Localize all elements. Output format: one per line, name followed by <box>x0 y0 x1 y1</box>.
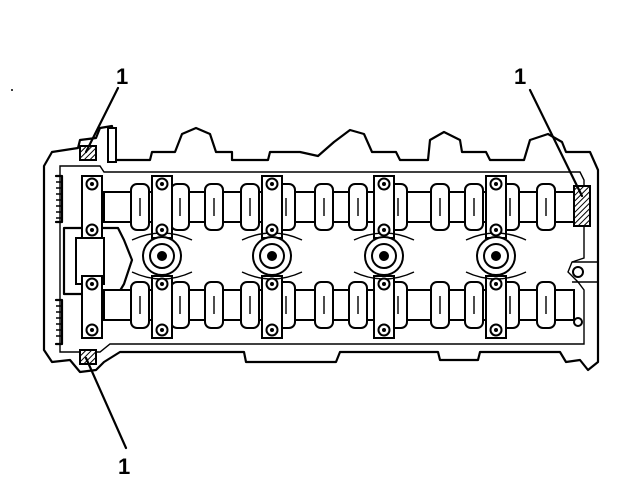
bearing-cap <box>81 275 103 339</box>
leader-lines <box>84 86 584 450</box>
bearing-cap-bolts <box>85 177 503 337</box>
seal-top-right <box>573 185 591 227</box>
lower-camshaft <box>81 275 575 339</box>
callout-label-top-right: 1 <box>514 64 526 89</box>
stray-mark <box>11 89 13 91</box>
spark-plug-center <box>157 251 167 261</box>
spark-plug-center <box>491 251 501 261</box>
spark-plug-center <box>379 251 389 261</box>
upper-camshaft <box>81 175 575 239</box>
spark-plug-center <box>267 251 277 261</box>
bearing-cap <box>81 175 103 239</box>
spark-plug-towers <box>131 232 527 280</box>
callout-label-top-left: 1 <box>116 64 128 89</box>
cylinder-head-outline <box>42 124 600 374</box>
callout-label-bottom-left: 1 <box>118 454 130 479</box>
